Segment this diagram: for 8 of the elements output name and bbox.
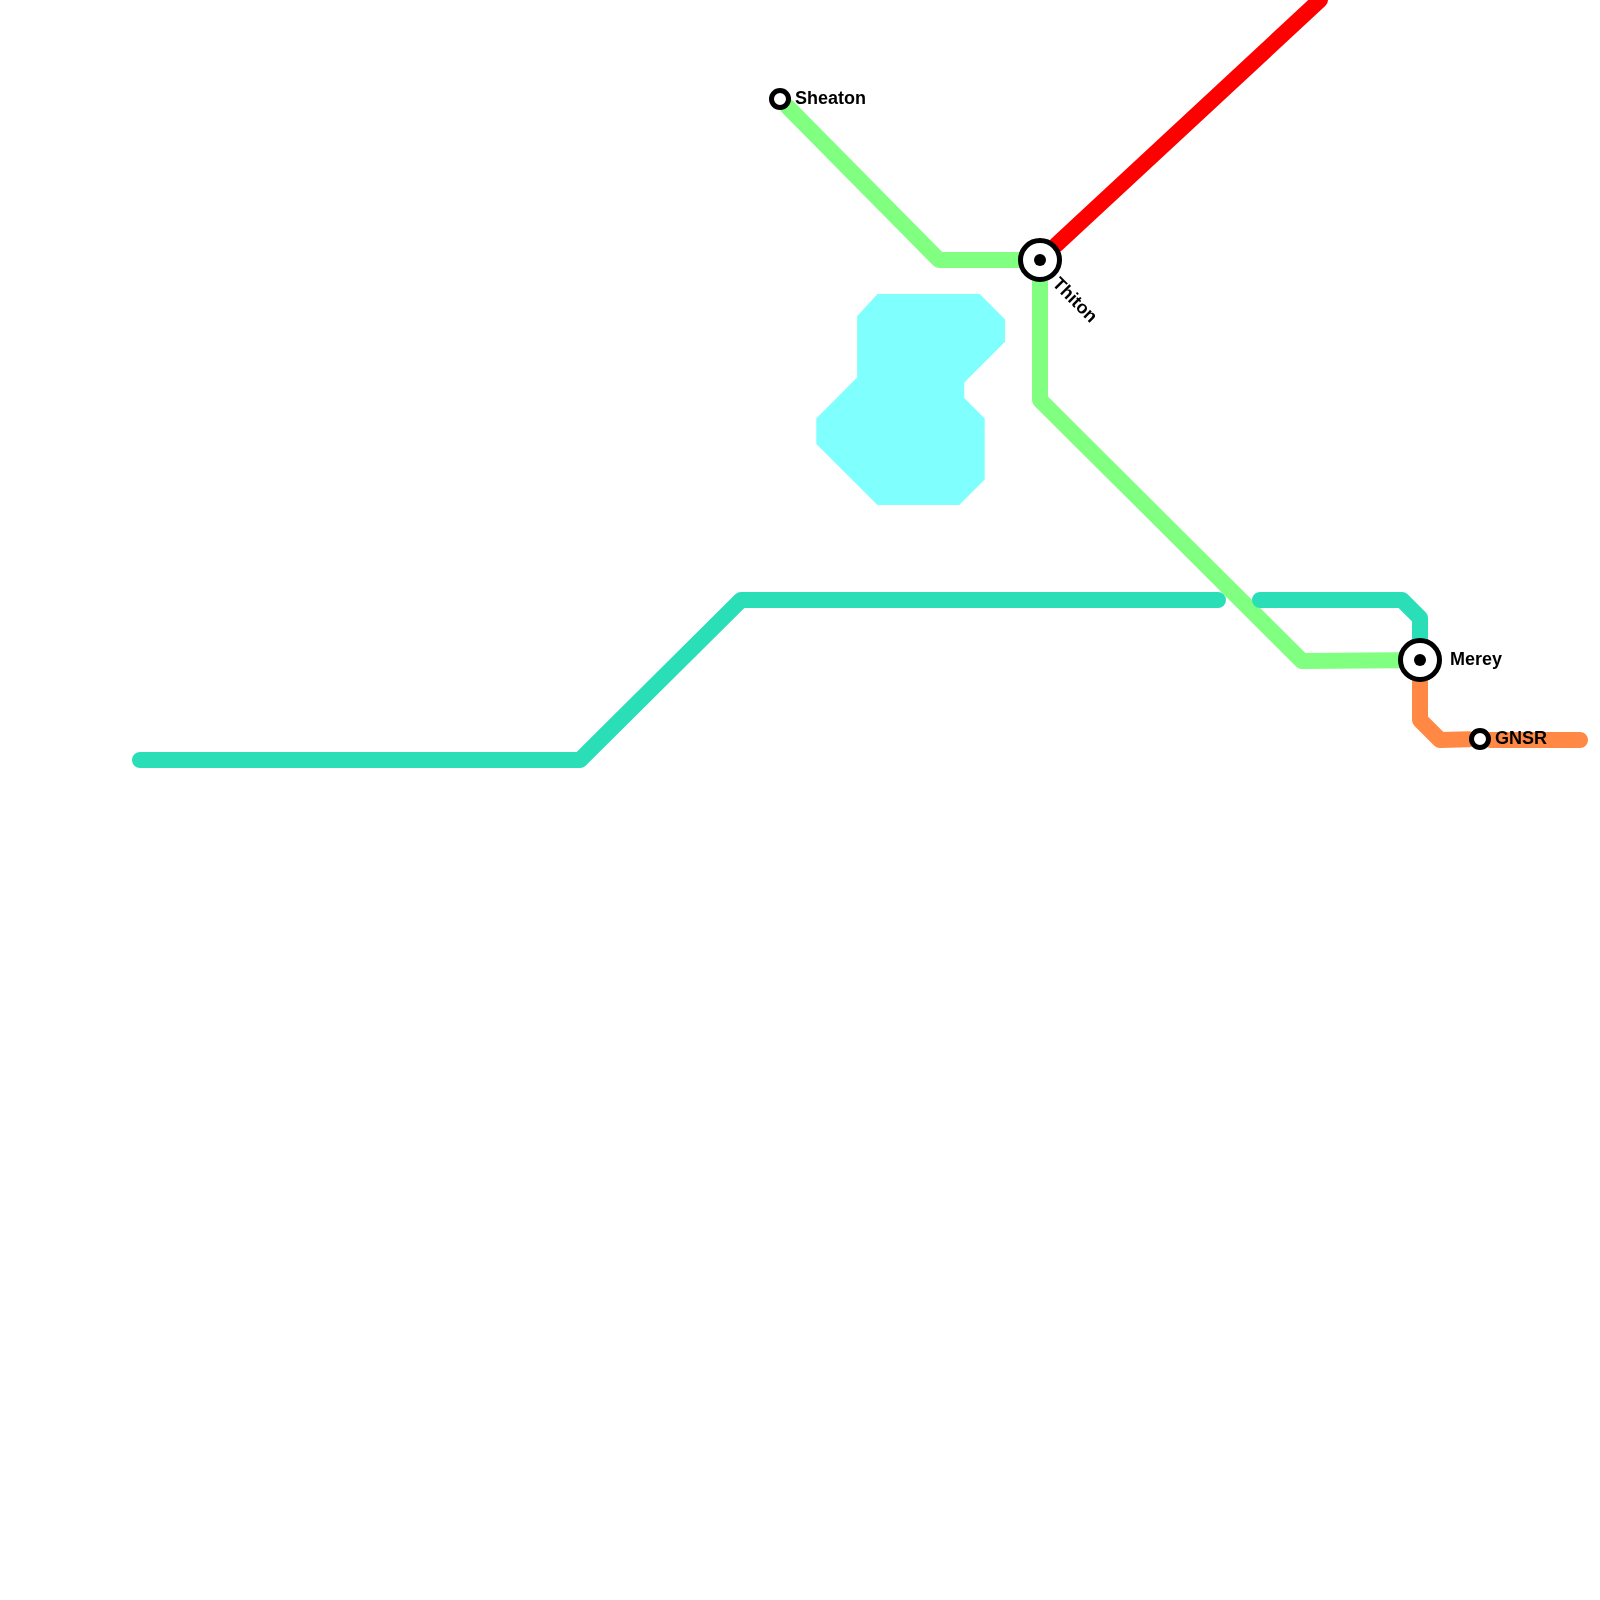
station-name: Sheaton [795,89,866,107]
station-marker [1469,728,1491,750]
transit-line [132,592,1428,768]
station-name: Merey [1450,650,1503,668]
interchange-station-marker [1398,638,1442,682]
transit-line [1048,0,1328,253]
station-marker [769,88,791,110]
station-name: GNSR [1495,729,1547,747]
